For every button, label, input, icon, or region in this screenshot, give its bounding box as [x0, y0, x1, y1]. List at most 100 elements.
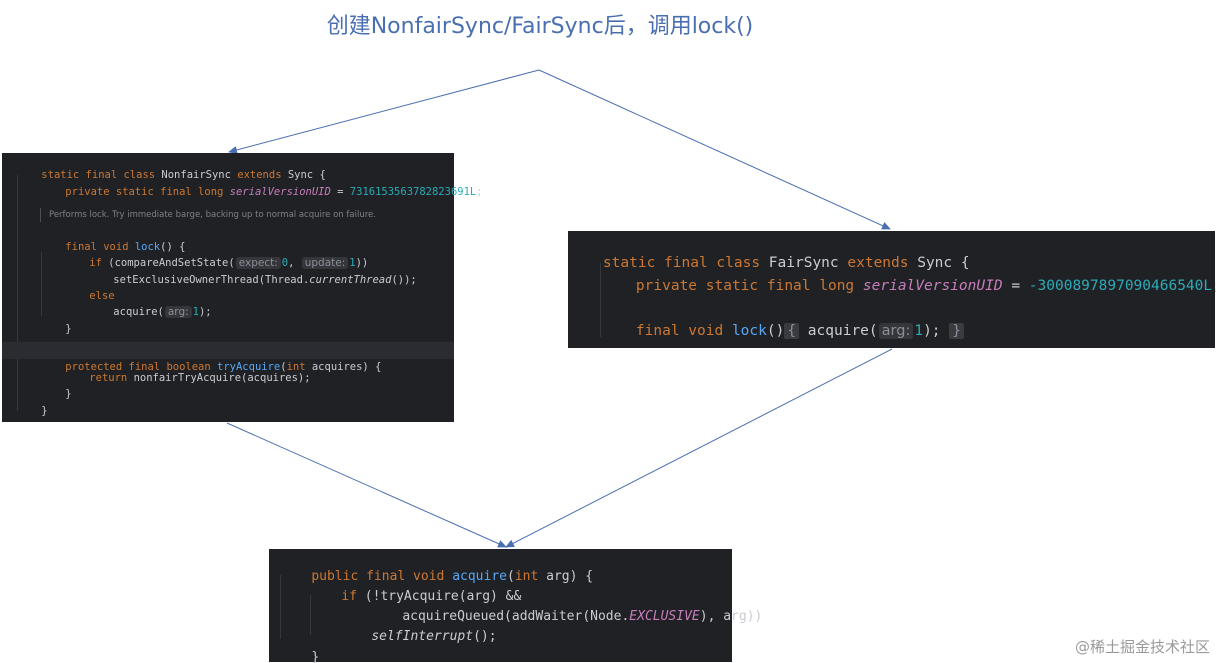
code-token: (!tryAcquire(arg) && [364, 589, 522, 604]
code-token: return [89, 372, 134, 384]
code-token: ( [507, 569, 515, 584]
acquire-code-panel: public final void acquire(int arg) { if … [269, 549, 762, 663]
code-line: acquire(arg:1); [88, 294, 454, 330]
arrow-fair-to-acquire [505, 348, 893, 548]
code-line: selfInterrupt(); [340, 614, 732, 659]
code-token: arg) { [546, 569, 594, 584]
code-token: if [341, 589, 365, 604]
code-line: } [280, 635, 732, 663]
code-token: final void [65, 241, 135, 253]
param-hint-label: arg: [167, 306, 189, 318]
code-token: 1 [192, 306, 199, 318]
watermark: @稀土掘金技术社区 [1074, 638, 1210, 656]
code-line: } [40, 311, 454, 347]
code-token: 7316153563782823691L [349, 186, 477, 198]
code-token: = [1002, 278, 1029, 294]
fold-marker[interactable]: } [949, 323, 965, 339]
code-line: static final class NonfairSync extends S… [16, 157, 454, 193]
code-token: } [65, 388, 72, 400]
arrow-title-to-fair [538, 69, 891, 230]
code-line: else [64, 278, 454, 314]
indent-guide [41, 252, 42, 316]
code-line: final void lock() { [40, 229, 454, 265]
code-token: ()); [391, 274, 417, 286]
code-line: public final void acquire(int arg) { [280, 554, 732, 599]
code-token: final void [635, 323, 732, 339]
code-token: extends [237, 169, 288, 181]
code-line: } [40, 376, 454, 412]
code-token: extends [847, 255, 918, 271]
code-token: private static final long [65, 186, 230, 198]
code-line: static final class FairSync extends Sync… [568, 239, 1215, 287]
param-hint-label: arg: [881, 323, 911, 339]
nonfair-sync-code-panel: static final class NonfairSync extends S… [2, 153, 483, 422]
indent-guide [280, 575, 281, 639]
code-token: if [89, 257, 109, 269]
fold-marker[interactable]: { [784, 323, 800, 339]
code-line-highlighted: protected final boolean tryAcquire(int a… [2, 342, 454, 373]
diagram-title: 创建NonfairSync/FairSync后，调用lock() [326, 14, 754, 39]
code-line: final void lock(){ acquire(arg:1); } [601, 307, 1215, 355]
code-token: )) [355, 257, 369, 269]
param-hint: arg: [878, 323, 914, 339]
doc-comment: Performs lock. Try immediate barge, back… [40, 208, 376, 222]
code-token: acquireQueued(addWaiter(Node. [402, 609, 630, 624]
code-token: lock [134, 241, 161, 253]
code-token: Sync { [287, 169, 326, 181]
code-token: public final void [311, 569, 453, 584]
code-token: 0 [281, 257, 289, 269]
code-token: () { [160, 241, 186, 253]
code-token: nonfairTryAcquire(acquires); [133, 372, 311, 384]
code-line: private static final long serialVersionU… [40, 174, 482, 210]
code-token: acquire( [799, 323, 878, 339]
code-token: serialVersionUID [862, 278, 1003, 294]
code-token: else [89, 290, 115, 302]
code-token: ; [476, 186, 483, 198]
code-token: = [330, 186, 350, 198]
code-token: FairSync [768, 255, 848, 271]
code-token: ), arg)) [699, 609, 763, 624]
code-token: int [286, 361, 312, 373]
arrow-nonfair-to-acquire [226, 422, 507, 548]
param-hint-label: expect: [238, 257, 278, 269]
arrow-title-to-nonfair [228, 69, 540, 154]
code-line: } [16, 393, 454, 429]
fair-sync-code-panel: static final class FairSync extends Sync… [568, 231, 1216, 348]
code-token: Sync { [917, 255, 970, 271]
code-token: ); [198, 306, 212, 318]
code-token: } [311, 650, 320, 663]
code-line: return nonfairTryAcquire(acquires); [64, 360, 454, 396]
code-token: setExclusiveOwnerThread(Thread. [113, 274, 310, 286]
code-token: tryAcquire [217, 361, 281, 373]
code-token: 1 [349, 257, 356, 269]
code-token: (compareAndSetState( [108, 257, 235, 269]
code-token: int [514, 569, 547, 584]
code-token: (); [473, 629, 497, 644]
code-token: serialVersionUID [229, 186, 331, 198]
code-token: acquires) { [311, 361, 382, 373]
code-token: acquire [452, 569, 507, 584]
code-line: setExclusiveOwnerThread(Thread.currentTh… [88, 262, 454, 298]
code-token: currentThread [309, 274, 392, 286]
indent-guide [600, 263, 601, 337]
code-token: NonfairSync [161, 169, 238, 181]
indent-guide [310, 595, 311, 635]
code-token: protected final boolean [65, 361, 218, 373]
code-line: private static final long serialVersionU… [601, 262, 1216, 310]
code-token: ; [1212, 278, 1216, 294]
code-token: ( [280, 361, 287, 373]
code-token: static final class [602, 255, 769, 271]
code-token: ); [923, 323, 941, 339]
indent-guide [17, 175, 18, 411]
code-token: EXCLUSIVE [629, 609, 700, 624]
param-hint: update: [301, 257, 349, 269]
param-hint: arg: [164, 306, 192, 318]
code-line: acquireQueued(addWaiter(Node.EXCLUSIVE),… [371, 594, 762, 639]
code-token: , [288, 257, 301, 269]
param-hint-label: update: [304, 257, 346, 269]
code-token: static final class [41, 169, 162, 181]
param-hint: expect: [235, 257, 281, 269]
code-token: } [65, 323, 72, 335]
code-line: if (compareAndSetState(expect:0, update:… [64, 245, 454, 281]
